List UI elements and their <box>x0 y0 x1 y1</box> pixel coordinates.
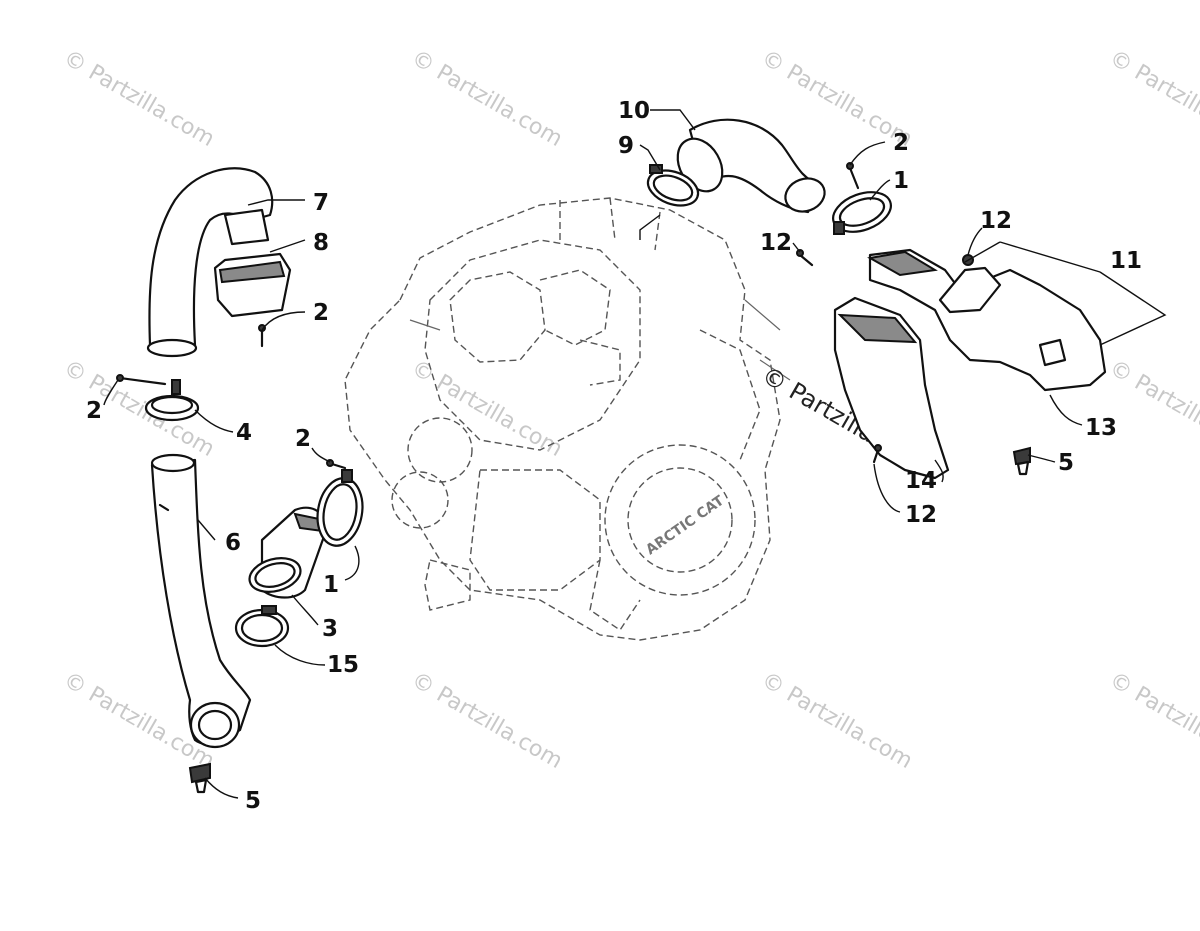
callout-5: 5 <box>1058 450 1074 476</box>
push-fastener <box>1012 446 1031 476</box>
screw <box>872 444 882 464</box>
callout-2: 2 <box>893 130 909 156</box>
watermark: © Partzilla.com <box>1105 668 1200 775</box>
callout-9: 9 <box>618 133 634 159</box>
watermark: © Partzilla.com <box>1105 46 1200 153</box>
watermark: © Partzilla.com <box>407 668 567 775</box>
callout-10: 10 <box>618 98 650 124</box>
callout-6: 6 <box>225 530 241 556</box>
screw <box>796 249 814 267</box>
hose-clamp <box>832 191 892 235</box>
callout-15: 15 <box>327 652 359 678</box>
intake-cover <box>213 252 292 318</box>
callout-12: 12 <box>905 502 937 528</box>
hose-clamp <box>646 164 700 207</box>
callout-11: 11 <box>1110 248 1142 274</box>
callout-3: 3 <box>322 616 338 642</box>
callout-7: 7 <box>313 190 329 216</box>
callout-12: 12 <box>980 208 1012 234</box>
leader-lines <box>103 109 1167 799</box>
clamp-ring <box>144 379 200 422</box>
screw <box>258 324 266 348</box>
callout-2: 2 <box>313 300 329 326</box>
callout-labels: 7 8 2 2 4 6 5 2 1 3 15 10 9 2 1 12 12 11… <box>86 98 1142 814</box>
watermark: © Partzilla.com <box>59 46 219 153</box>
screw <box>116 374 167 386</box>
callout-8: 8 <box>313 230 329 256</box>
callout-1: 1 <box>893 168 909 194</box>
callout-13: 13 <box>1085 415 1117 441</box>
engine-outline: ARCTIC CAT <box>344 197 791 641</box>
watermark: © Partzilla.com <box>407 46 567 153</box>
lower-intake-tube <box>150 453 252 749</box>
callout-14: 14 <box>905 468 937 494</box>
rear-intake-duct <box>676 118 826 214</box>
watermark: © Partzilla.com <box>757 668 917 775</box>
callout-2: 2 <box>295 426 311 452</box>
callout-5: 5 <box>245 788 261 814</box>
callout-4: 4 <box>236 420 252 446</box>
air-box-housing <box>867 248 1107 392</box>
hose-clamp <box>316 469 364 547</box>
push-fastener <box>188 762 211 794</box>
upper-intake-duct <box>146 167 274 358</box>
watermark: © Partzilla.com <box>1105 356 1200 463</box>
callout-12: 12 <box>760 230 792 256</box>
screw <box>846 162 860 190</box>
engine-logo: ARCTIC CAT <box>643 493 727 559</box>
watermark: © Partzilla.com <box>407 356 567 463</box>
callout-2: 2 <box>86 398 102 424</box>
hose-clamp <box>234 605 290 648</box>
inlet-duct <box>833 296 950 480</box>
callout-1: 1 <box>323 572 339 598</box>
